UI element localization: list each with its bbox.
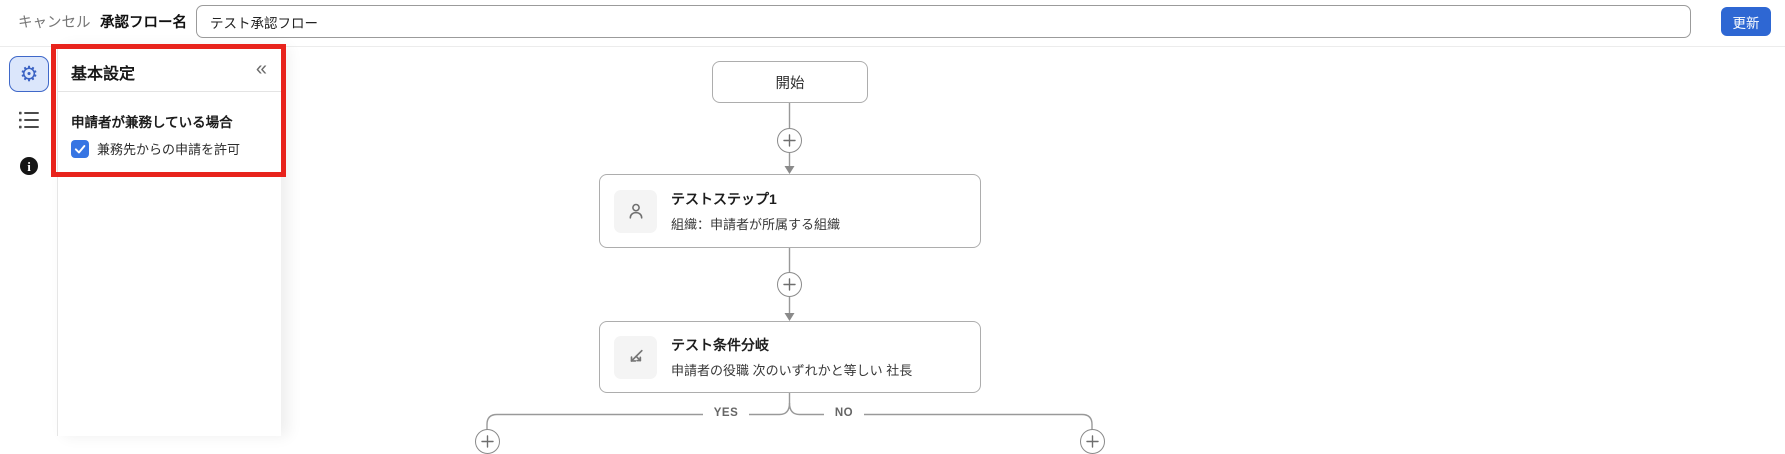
branch-icon [630,349,643,362]
info-icon: i [20,157,38,175]
flow-name-input[interactable] [196,5,1691,38]
step-node-subtitle: 組織：申請者が所属する組織 [671,217,841,232]
sidebar-item-settings[interactable]: ⚙ [9,56,49,92]
gear-icon: ⚙ [19,61,39,86]
condition-icon-box [614,335,657,379]
plus-icon [783,134,796,147]
start-node[interactable]: 開始 [712,61,868,103]
plus-icon [481,435,494,448]
start-node-label: 開始 [775,75,805,92]
step-node-title: テストステップ1 [671,191,777,207]
concurrent-section-label: 申請者が兼務している場合 [71,115,233,130]
condition-node-subtitle: 申請者の役職 次のいずれかと等しい 社長 [671,363,913,378]
no-branch-label: NO [824,407,864,419]
condition-node-title: テスト条件分岐 [671,337,769,353]
list-icon [19,111,39,129]
checkbox-checked-icon [71,139,89,158]
add-step-button-1[interactable] [777,128,802,153]
settings-panel-header: 基本設定 « [58,47,281,92]
sidebar-item-step-list[interactable] [16,108,42,132]
checkbox-label: 兼務先からの申請を許可 [97,142,241,157]
cancel-button[interactable]: キャンセル [18,11,91,32]
add-step-button-2[interactable] [777,272,802,297]
panel-title: 基本設定 [71,66,136,83]
add-step-button-yes[interactable] [475,429,500,454]
plus-icon [1086,435,1099,448]
collapse-panel-button[interactable]: « [255,58,267,80]
allow-concurrent-checkbox[interactable]: 兼務先からの申請を許可 [71,139,268,158]
settings-panel: 基本設定 « 申請者が兼務している場合 兼務先からの申請を許可 [57,47,281,436]
step-node-test-step-1[interactable]: テストステップ1 組織：申請者が所属する組織 [599,174,981,248]
sidebar-item-info[interactable]: i [17,155,41,177]
yes-branch-label: YES [704,407,748,419]
add-step-button-no[interactable] [1080,429,1105,454]
update-button[interactable]: 更新 [1721,7,1771,36]
step-icon-box [614,189,657,233]
topbar: キャンセル 承認フロー名 更新 [0,0,1785,47]
plus-icon [783,278,796,291]
condition-node-test-branch[interactable]: テスト条件分岐 申請者の役職 次のいずれかと等しい 社長 [599,321,981,393]
person-icon [629,203,642,219]
left-icon-rail: ⚙ i [0,47,57,436]
flow-name-label: 承認フロー名 [100,15,187,31]
